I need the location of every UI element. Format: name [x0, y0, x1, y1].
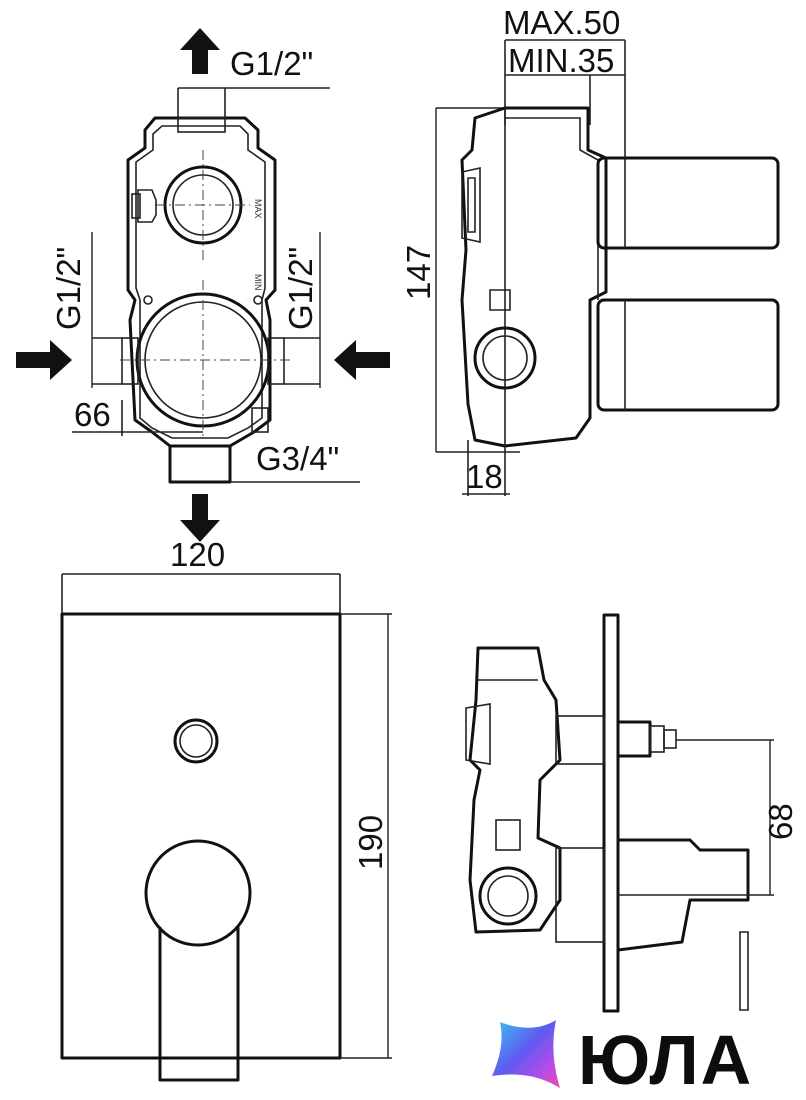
assembly-side-view: 68 — [465, 613, 799, 1013]
label-inlet-right: G1/2" — [282, 247, 319, 330]
label-inlet-left: G1/2" — [50, 247, 87, 330]
flow-arrow-up-icon — [180, 28, 220, 74]
mixer-lever — [158, 926, 240, 1082]
label-outlet-top: G1/2" — [230, 45, 313, 82]
brand-name: ЮЛА — [578, 1021, 753, 1099]
label-dim-66: 66 — [74, 396, 111, 433]
label-outlet-bottom: G3/4" — [256, 440, 339, 477]
label-height-147: 147 — [400, 245, 437, 300]
label-handle-offset: 68 — [762, 803, 799, 840]
brand-logo: ЮЛА — [492, 1020, 753, 1099]
label-plate-width: 120 — [170, 536, 225, 573]
flow-arrow-left-icon — [334, 340, 390, 380]
gradient-star-logo-icon — [492, 1020, 560, 1088]
diverter-button — [173, 718, 219, 764]
mark-max: MAX — [253, 199, 263, 219]
label-depth-18: 18 — [466, 458, 503, 495]
label-plate-height: 190 — [352, 815, 389, 870]
mixer-handle-base — [144, 839, 252, 947]
label-min-depth: MIN.35 — [508, 42, 614, 79]
label-max-depth: MAX.50 — [503, 4, 620, 41]
valve-side-view: MAX.50 MIN.35 147 18 — [400, 4, 780, 496]
flow-arrow-right-icon — [16, 340, 72, 380]
plate-front-view: 120 190 — [60, 536, 392, 1082]
cover-plate — [60, 612, 342, 1060]
flow-arrow-down-icon — [180, 494, 220, 542]
valve-front-view: G1/2" G3/4" MAX MIN — [16, 28, 390, 542]
mark-min: MIN — [253, 274, 263, 291]
